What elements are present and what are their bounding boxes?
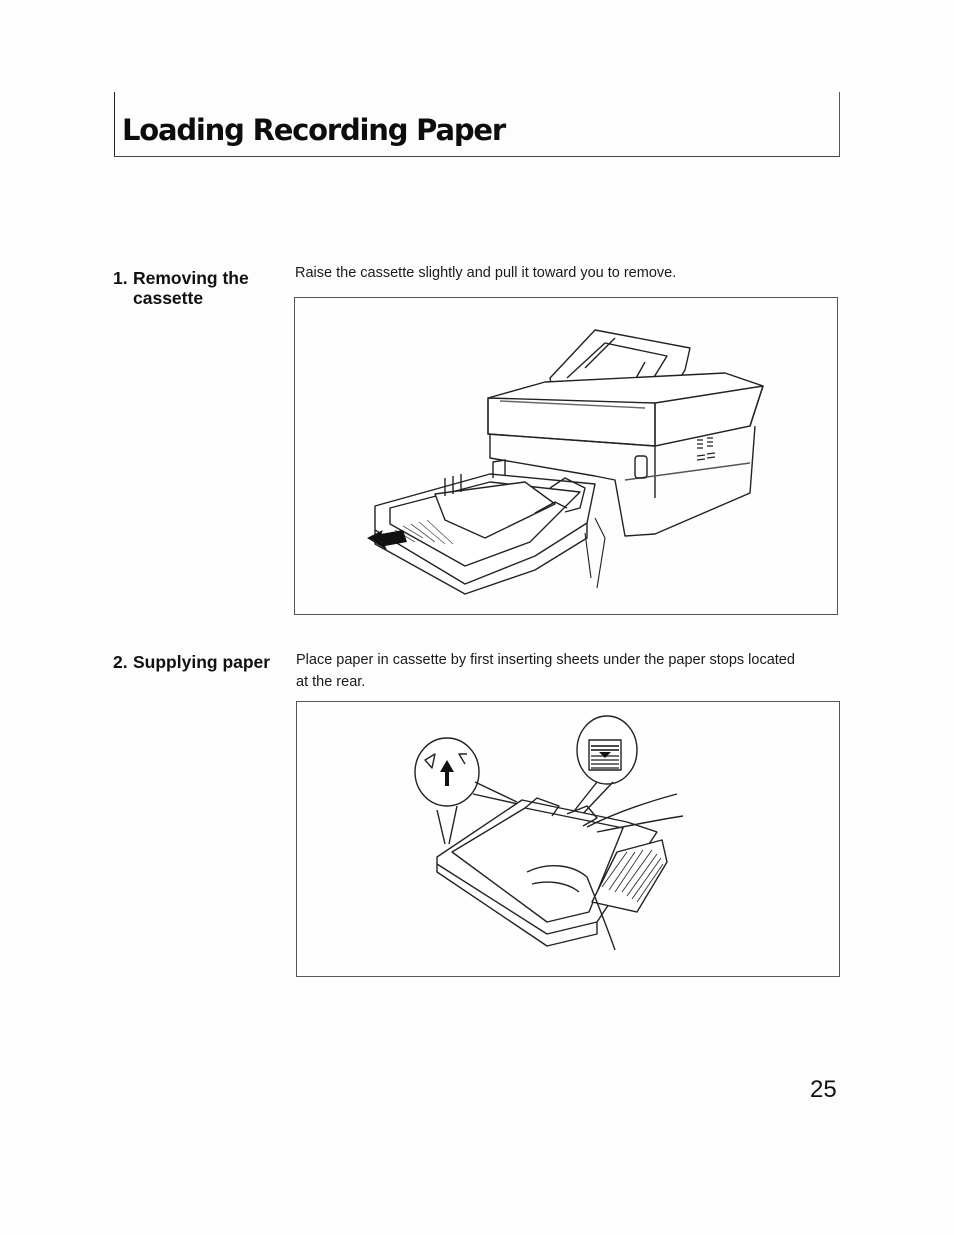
step-1-heading-line2: cassette [133,288,204,308]
page-title: Loading Recording Paper [122,113,506,147]
step-2-text-line2: at the rear. [296,674,366,690]
step-1-heading: 1.Removing the cassette [113,268,249,308]
cassette-removal-figure [294,297,838,615]
title-frame [114,92,840,157]
page-number: 25 [810,1076,837,1103]
step-2-number: 2. [113,652,128,672]
step-1-text: Raise the cassette slightly and pull it … [295,265,677,281]
step-2-heading-line1: Supplying paper [133,652,271,672]
step-1-number: 1. [113,268,128,288]
down-triangle-icon [599,752,611,758]
paper-insertion-illustration [414,715,684,951]
step-2-text-line1: Place paper in cassette by first inserti… [296,652,795,668]
up-arrow-icon [440,760,454,786]
step-1-heading-line1: Removing the [133,268,249,288]
pull-arrow-icon [367,530,407,550]
step-2-heading: 2.Supplying paper [113,652,270,672]
paper-insertion-figure [296,701,840,977]
fax-machine-illustration [367,329,764,595]
